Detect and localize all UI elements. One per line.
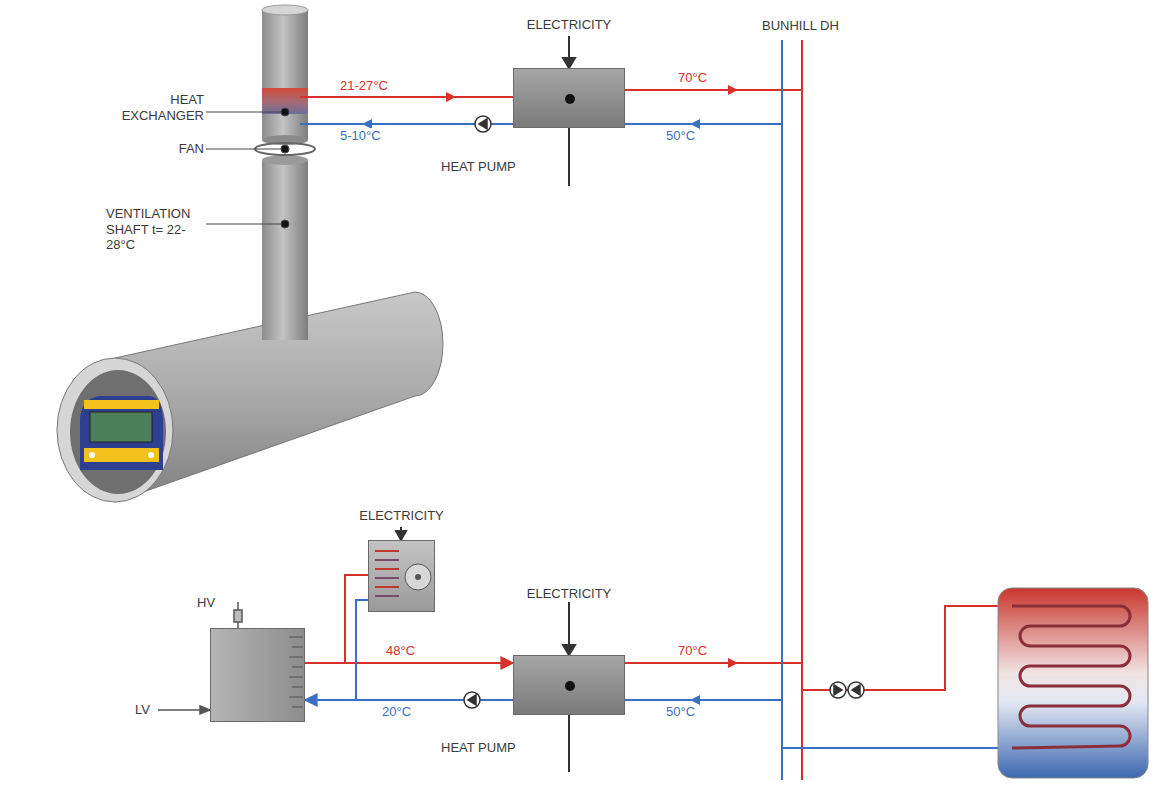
train — [80, 396, 163, 470]
temperature-label: 70°C — [676, 643, 709, 659]
pipes — [300, 40, 1012, 780]
callout-label: FAN — [96, 141, 206, 157]
tunnel — [57, 292, 443, 502]
heat-pump: ELECTRICITYHEAT PUMP — [513, 655, 625, 715]
ventilation-shaft — [255, 5, 315, 340]
thermal-store — [998, 588, 1148, 778]
temperature-label: 21-27°C — [338, 78, 390, 94]
leader-lines — [206, 108, 289, 228]
node-label: ELECTRICITY — [525, 586, 614, 602]
pipe-connector — [305, 575, 368, 663]
temperature-label: 48°C — [384, 643, 417, 659]
transformer: HVLV — [210, 628, 305, 722]
temperature-label: 20°C — [380, 704, 413, 720]
temperature-label: 50°C — [664, 128, 697, 144]
transformer-fins — [211, 629, 304, 721]
temperature-label: 70°C — [676, 70, 709, 86]
node-label: HV — [195, 595, 217, 611]
pipe-connector — [305, 600, 368, 700]
node-label: HEAT PUMP — [439, 740, 518, 756]
heat-pump: ELECTRICITYHEAT PUMP — [513, 68, 625, 128]
temperature-label: 5-10°C — [338, 128, 383, 144]
temperature-label: BUNHILL DH — [760, 18, 841, 34]
node-label: LV — [133, 702, 152, 718]
pump-symbol — [475, 116, 864, 698]
flow-arrows — [362, 85, 738, 705]
dry-cooler: ELECTRICITY — [368, 540, 435, 612]
node-label: ELECTRICITY — [357, 508, 446, 524]
pump-dot — [565, 94, 575, 104]
node-label: ELECTRICITY — [525, 17, 614, 33]
callout-label: VENTILATION SHAFT t= 22-28°C — [104, 206, 204, 253]
pump-dot — [565, 681, 575, 691]
cooler-detail — [369, 541, 434, 611]
pump-symbol — [464, 692, 480, 708]
node-label: HEAT PUMP — [439, 159, 518, 175]
callout-label: HEAT EXCHANGER — [96, 92, 206, 123]
temperature-label: 50°C — [664, 704, 697, 720]
